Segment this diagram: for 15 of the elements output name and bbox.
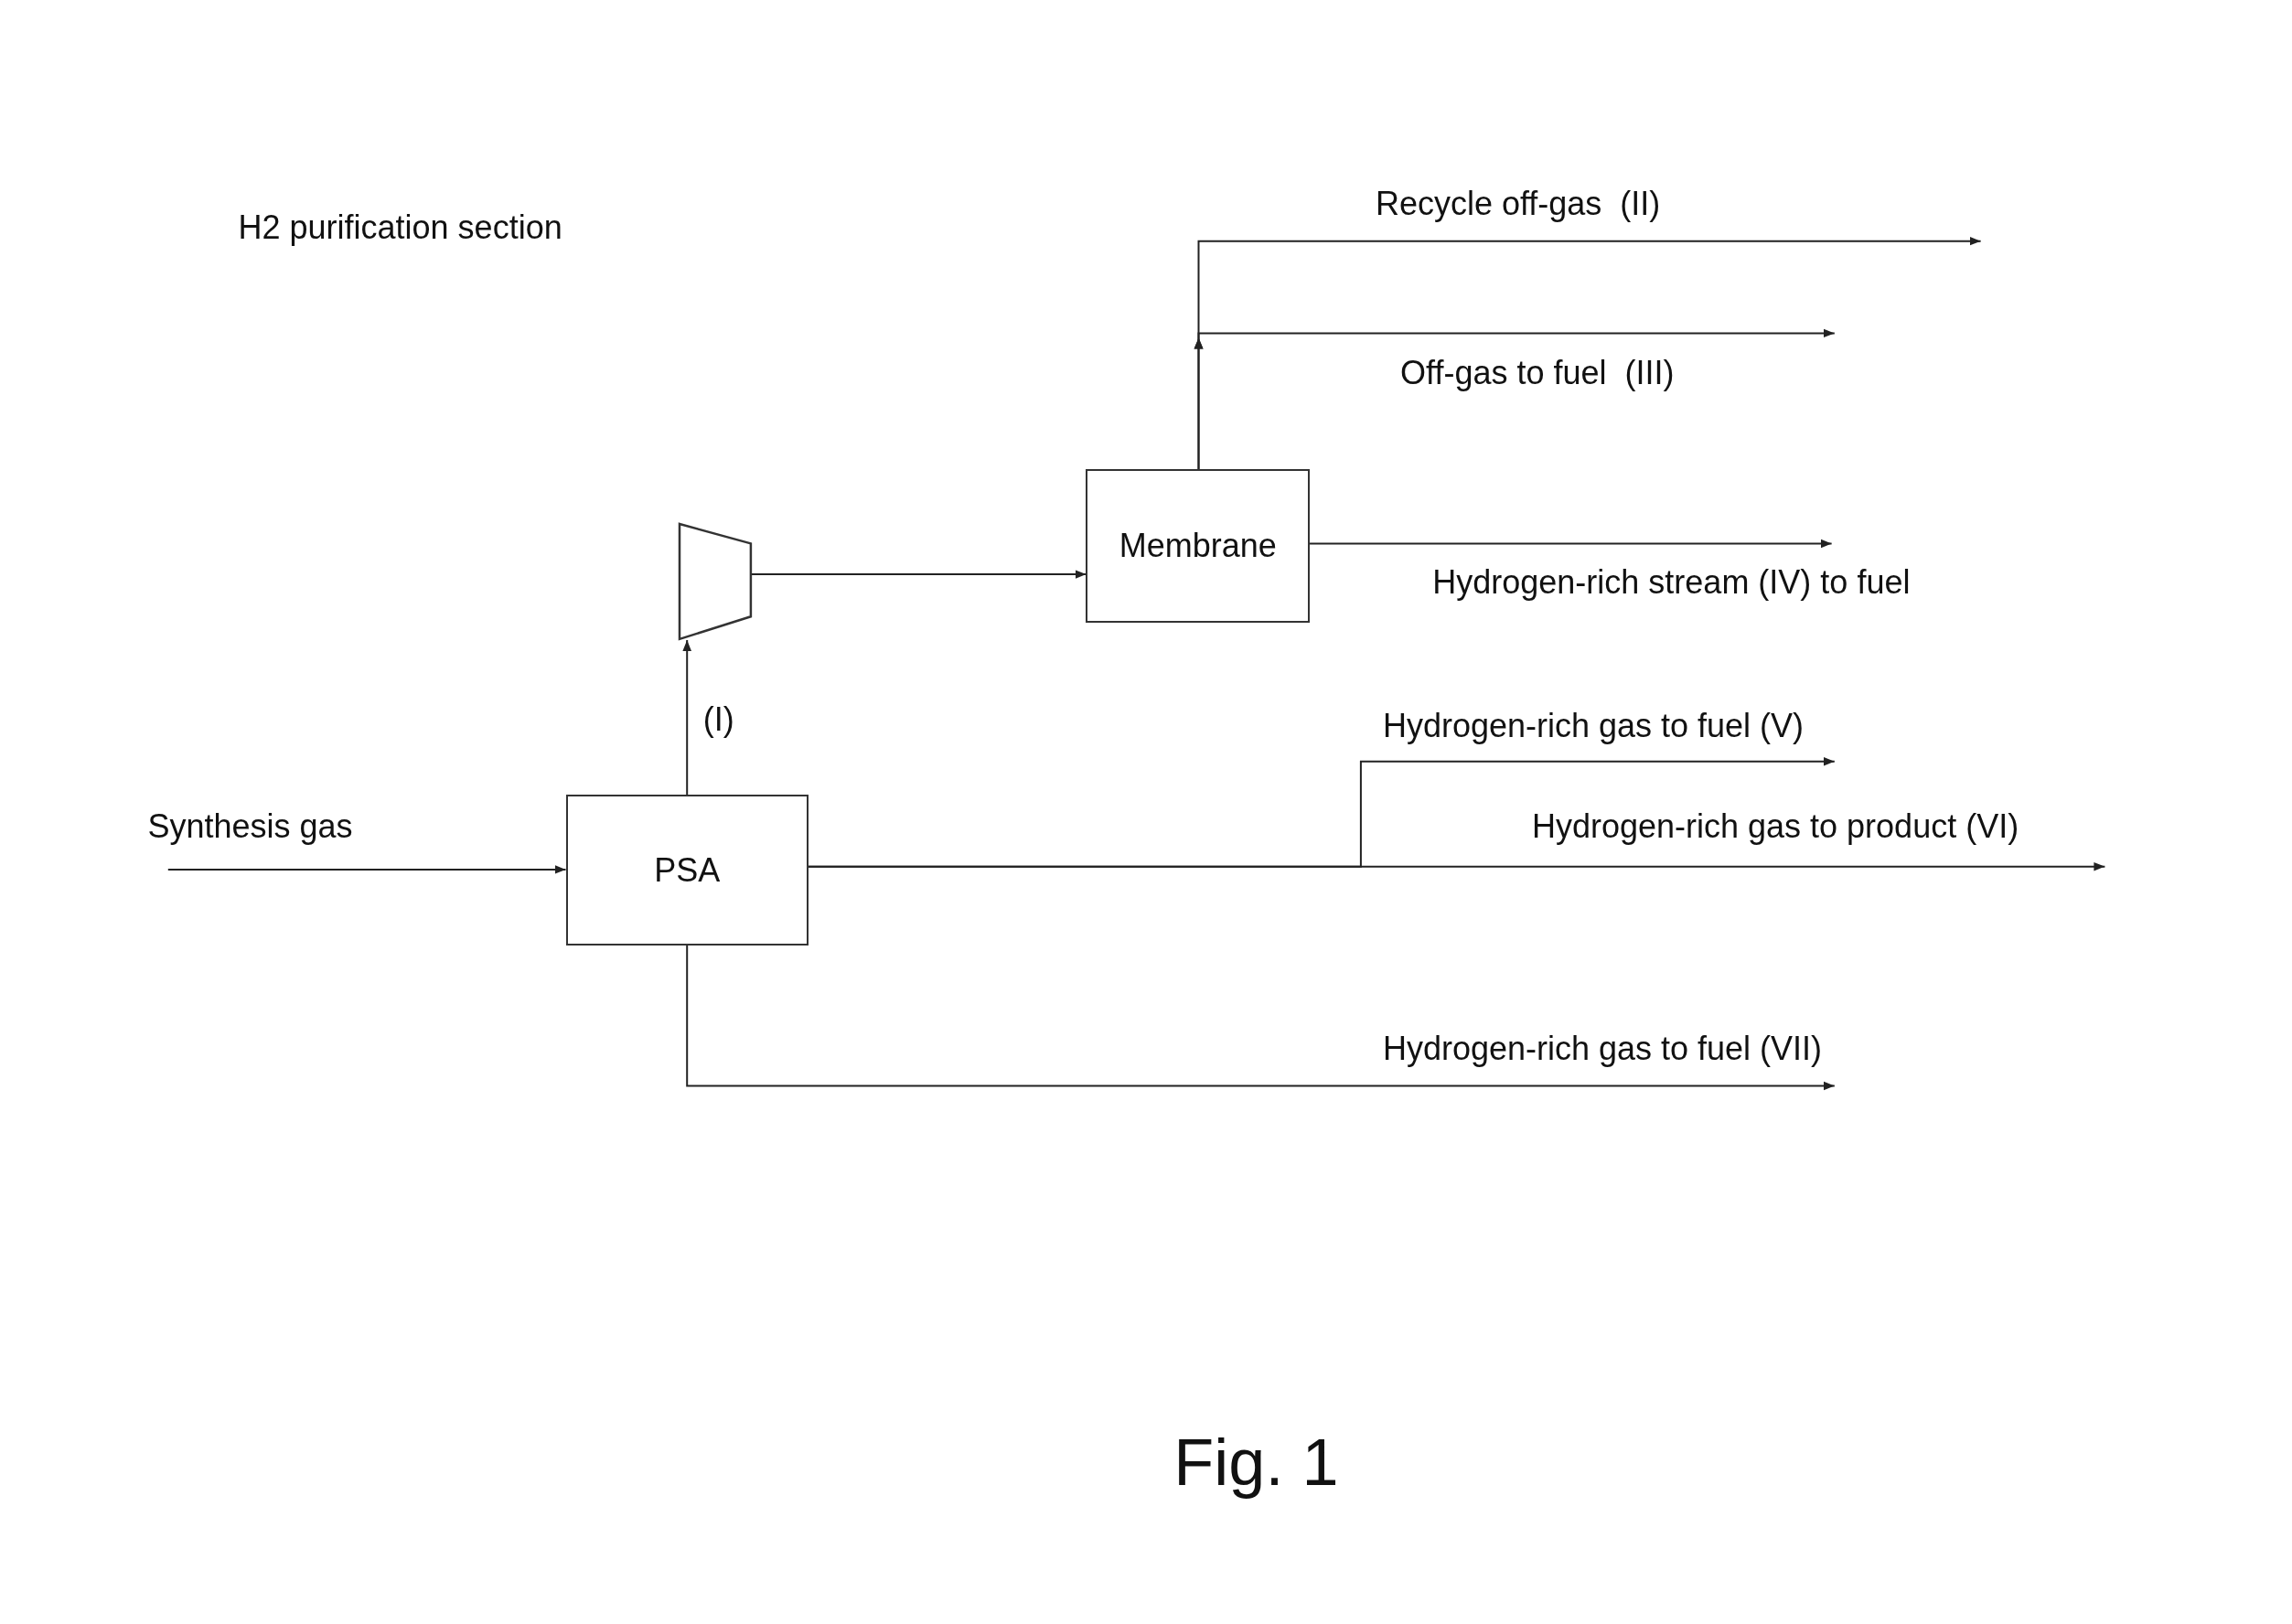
stream-label: Recycle off-gas (II) xyxy=(1375,185,1661,222)
stream-label: Hydrogen-rich gas to fuel (V) xyxy=(1382,707,1805,744)
section-title: H2 purification section xyxy=(238,208,562,246)
stream-label: Hydrogen-rich stream (IV) to fuel xyxy=(1432,563,1911,601)
box-label: PSA xyxy=(654,851,721,889)
stream-label: Off-gas to fuel (III) xyxy=(1400,355,1675,391)
figure-caption: Fig. 1 xyxy=(1173,1426,1339,1500)
stream-label: Hydrogen-rich gas to fuel (VII) xyxy=(1382,1030,1823,1067)
psa-box xyxy=(565,795,809,946)
stream-label: Hydrogen-rich gas to product (VI) xyxy=(1531,807,2019,845)
stream-label: (I) xyxy=(702,701,734,738)
membrane-box xyxy=(1086,469,1310,623)
stream-label: Synthesis gas xyxy=(147,807,353,845)
compressor-symbol xyxy=(678,523,752,640)
box-label: Membrane xyxy=(1119,528,1277,564)
